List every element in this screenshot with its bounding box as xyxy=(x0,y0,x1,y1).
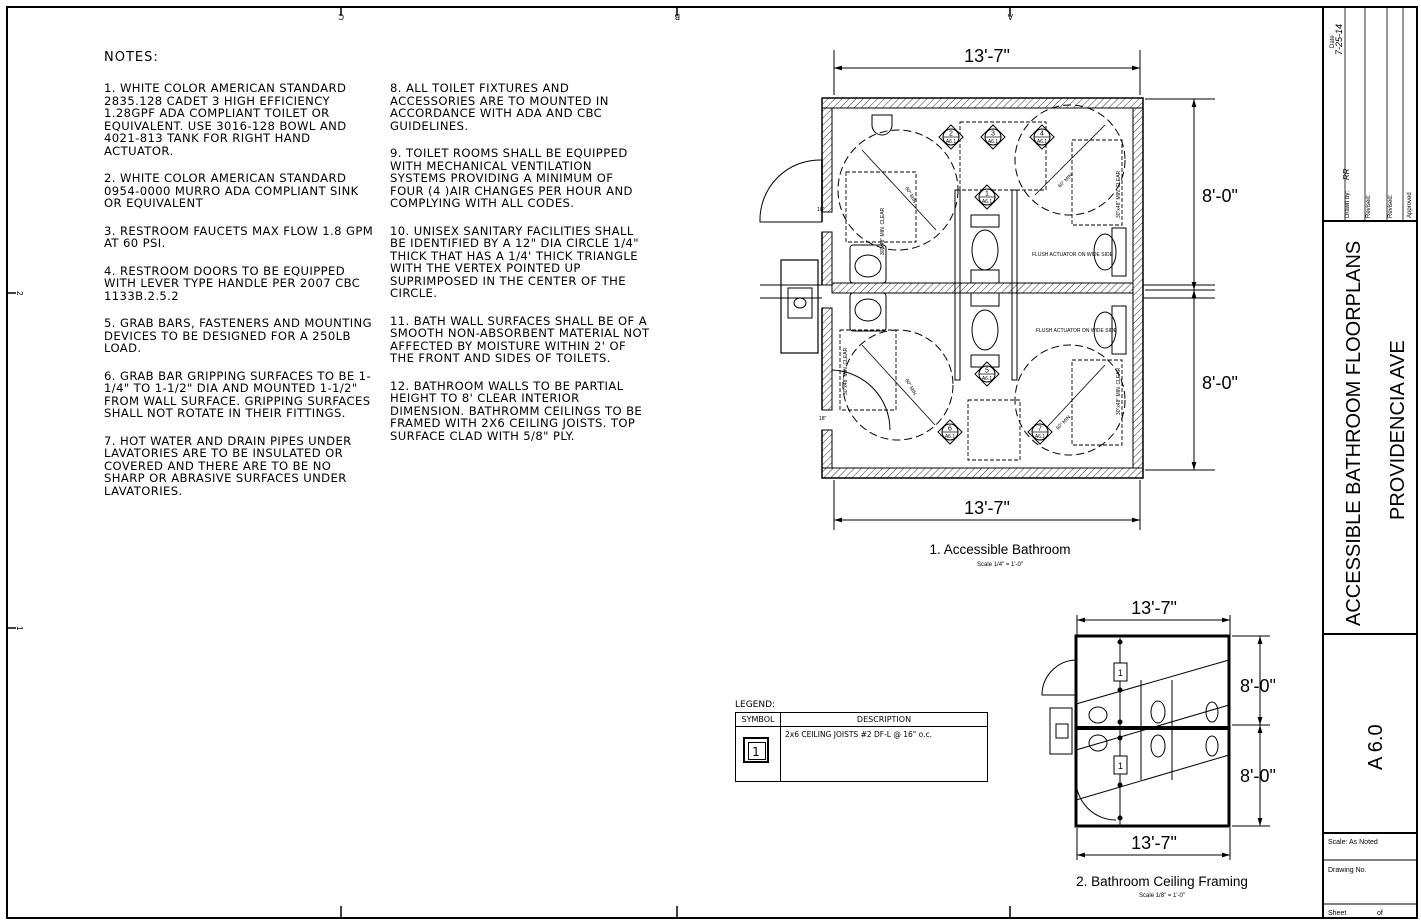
plan1-flush-label-1: FLUSH ACTUATOR ON WIDE SIDE xyxy=(1032,252,1114,258)
section-ref-number: 6 xyxy=(948,426,952,433)
section-ref-sheet: A6.1 xyxy=(1037,139,1048,145)
tb-of-label: of xyxy=(1377,910,1383,917)
section-ref-sheet: A6.1 xyxy=(1035,434,1046,440)
plan1-dim-right-top: 8'-0" xyxy=(1202,186,1238,206)
plan1-flush-label-2: FLUSH ACTUATOR ON WIDE SIDE xyxy=(1036,328,1118,334)
tb-sheet-number: A 6.0 xyxy=(1365,724,1387,770)
tb-drawing-no: Drawing No. xyxy=(1328,867,1367,874)
tb-sheet-label: Sheet xyxy=(1328,910,1346,917)
legend-symbol: 1 xyxy=(752,745,760,759)
grid-mark-b: B xyxy=(675,12,680,21)
plan1-dim-right-bottom: 8'-0" xyxy=(1202,373,1238,393)
plan2-dim-right-top: 8'-0" xyxy=(1240,676,1276,696)
note-12: 12. BATHROOM WALLS TO BE PARTIAL HEIGHT … xyxy=(390,378,643,443)
section-ref-sheet: A6.1 xyxy=(988,139,999,145)
joist-symbol-icon: 1 xyxy=(743,737,769,763)
note-1: 1. WHITE COLOR AMERICAN STANDARD 2835.12… xyxy=(104,81,347,158)
section-ref-number: 4 xyxy=(1040,131,1044,138)
plan1-clear-label-4: 30"x48" MIN. CLEAR xyxy=(1116,367,1122,415)
legend-col-symbol: SYMBOL xyxy=(736,713,781,727)
plan-2-ceiling-framing: 13'-7" 13'-7" 8'-0" 8'-0" xyxy=(1041,598,1276,899)
grid-mark-c: C xyxy=(338,12,344,21)
section-ref-sheet: A6.1 xyxy=(982,376,993,382)
section-ref-sheet: A6.1 xyxy=(945,434,956,440)
section-ref-sheet: A6.1 xyxy=(982,199,993,205)
plan2-dim-top: 13'-7" xyxy=(1131,598,1177,618)
plan1-scale: Scale 1/4" = 1'-0" xyxy=(977,562,1023,568)
section-ref-7: 7A6.1 xyxy=(1027,419,1053,445)
plan1-clear-label-3: 30"x48" MIN. CLEAR xyxy=(1116,170,1122,218)
title-block: Date 7-25-14 Drawn by: RR Revised: Revis… xyxy=(1322,8,1418,917)
legend-col-description: DESCRIPTION xyxy=(781,713,987,727)
plan1-small-dim-2: 18" xyxy=(819,416,827,422)
section-ref-number: 5 xyxy=(985,368,989,375)
note-10: 10. UNISEX SANITARY FACILITIES SHALL BE … xyxy=(390,223,640,300)
section-ref-sheet: A6.1 xyxy=(946,139,957,145)
grid-marks xyxy=(8,8,1011,917)
plan1-dim-bottom: 13'-7" xyxy=(964,498,1010,518)
grid-mark-a: A xyxy=(1007,12,1013,21)
notes-right-column: 8. ALL TOILET FIXTURES AND ACCESSORIES A… xyxy=(390,82,650,457)
plan2-title: 2. Bathroom Ceiling Framing xyxy=(1076,874,1248,889)
grid-mark-1: 1 xyxy=(15,626,24,631)
tb-date-label: Date xyxy=(1330,35,1336,48)
tb-approved-label: Approved xyxy=(1407,192,1413,218)
section-ref-2: 2A6.1 xyxy=(938,124,964,150)
plan1-dim-top: 13'-7" xyxy=(964,46,1010,66)
legend-symbol-cell: 1 xyxy=(736,727,781,781)
plan2-joist-tag-2: 1 xyxy=(1118,761,1123,771)
note-8: 8. ALL TOILET FIXTURES AND ACCESSORIES A… xyxy=(390,81,609,133)
section-ref-3: 3A6.1 xyxy=(980,124,1006,150)
tb-revised-label-2: Revised: xyxy=(1388,194,1394,218)
note-2: 2. WHITE COLOR AMERICAN STANDARD 0954-00… xyxy=(104,171,359,210)
section-ref-number: 3 xyxy=(991,131,995,138)
tb-date: 7-25-14 xyxy=(1334,24,1344,55)
plan1-title: 1. Accessible Bathroom xyxy=(929,542,1070,557)
section-ref-6: 6A6.1 xyxy=(937,419,963,445)
section-ref-4: 4A6.1 xyxy=(1029,124,1055,150)
note-3: 3. RESTROOM FAUCETS MAX FLOW 1.8 gpm AT … xyxy=(104,223,374,250)
note-7: 7. HOT WATER AND DRAIN PIPES UNDER LAVAT… xyxy=(104,433,352,498)
section-ref-5: 5A6.1 xyxy=(974,361,1000,387)
section-ref-1: 1A6.1 xyxy=(974,184,1000,210)
legend-table: SYMBOL DESCRIPTION 1 2x6 CEILING JOISTS … xyxy=(735,712,988,782)
section-ref-number: 2 xyxy=(949,131,953,138)
plan1-circle-label-2: 60" MIN. xyxy=(903,378,918,398)
note-9: 9. TOILET ROOMS SHALL BE EQUIPPED WITH M… xyxy=(390,146,633,210)
tb-project-title: ACCESSIBLE BATHROOM FLOORPLANS xyxy=(1343,241,1365,626)
plan1-clear-label-1: 30"x48" MIN. CLEAR xyxy=(880,207,886,255)
plan1-small-dim-1: 18" xyxy=(817,207,825,213)
drawing-sheet-border xyxy=(6,6,1418,919)
tb-scale: Scale: As Noted xyxy=(1328,839,1378,846)
plan1-circle-label-4: 60" MIN. xyxy=(1055,414,1073,432)
note-5: 5. GRAB BARS, FASTENERS AND MOUNTING DEV… xyxy=(104,316,373,355)
plan2-dim-bottom: 13'-7" xyxy=(1131,833,1177,853)
legend-title: LEGEND: xyxy=(735,700,776,710)
tb-drawn-by-label: Drawn by: xyxy=(1345,191,1351,218)
notes-left-column: 1. WHITE COLOR AMERICAN STANDARD 2835.12… xyxy=(104,82,374,512)
section-ref-number: 7 xyxy=(1038,426,1042,433)
note-11: 11. BATH WALL SURFACES SHALL BE OF A SMO… xyxy=(390,313,650,365)
section-ref-number: 1 xyxy=(985,191,989,198)
grid-mark-2: 2 xyxy=(15,291,24,296)
note-6: 6. GRAB BAR GRIPPING SURFACES TO BE 1-1/… xyxy=(104,368,372,420)
tb-project-subtitle: PROVIDENCIA AVE xyxy=(1387,340,1409,520)
plan2-scale: Scale 1/8" = 1'-0" xyxy=(1139,893,1185,899)
plan2-joist-tag-1: 1 xyxy=(1118,668,1123,678)
tb-revised-label-1: Revised: xyxy=(1366,194,1372,218)
legend-description: 2x6 CEILING JOISTS #2 DF-L @ 16" o.c. xyxy=(785,730,932,739)
plan1-clear-label-2: 30"x48" MIN. CLEAR xyxy=(843,347,849,395)
tb-drawn-by: RR xyxy=(1342,168,1351,180)
plan-1-accessible-bathroom: 13'-7" 13'-7" 8'-0" 8'-0" xyxy=(759,46,1238,568)
notes-title: NOTES: xyxy=(104,50,159,65)
plan2-dim-right-bottom: 8'-0" xyxy=(1240,766,1276,786)
note-4: 4. RESTROOM DOORS TO BE EQUIPPED WITH LE… xyxy=(104,263,361,303)
